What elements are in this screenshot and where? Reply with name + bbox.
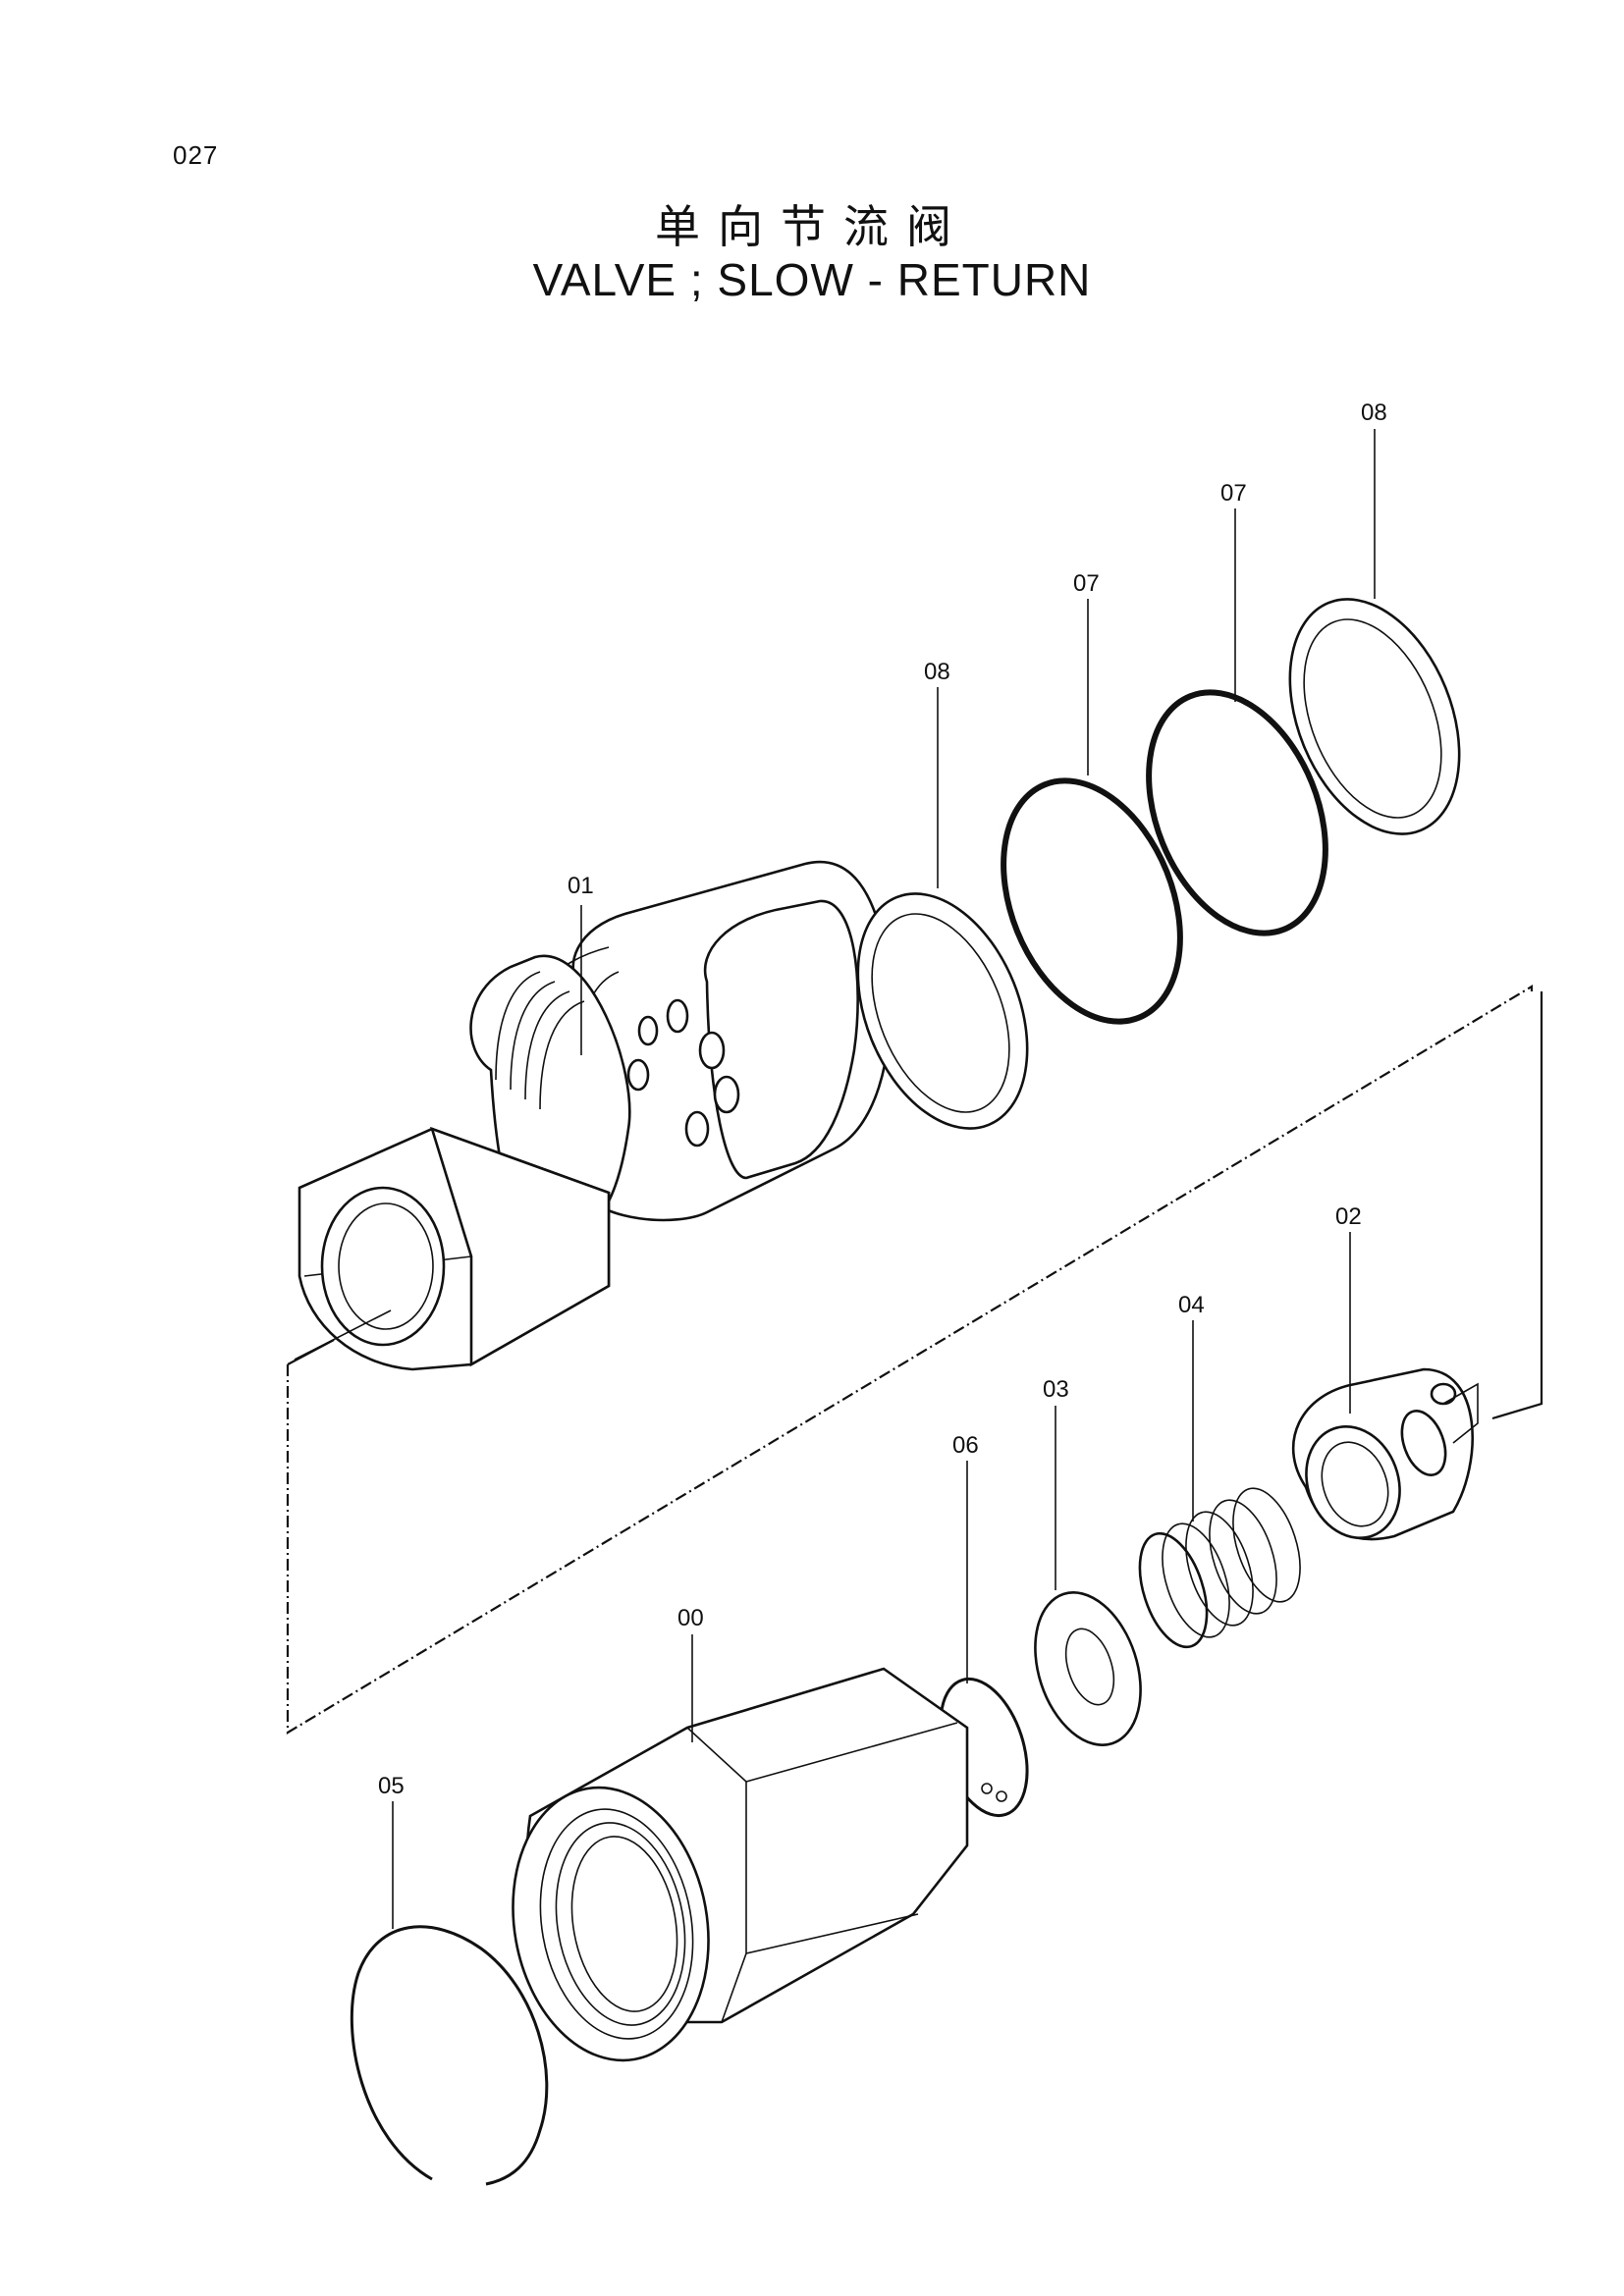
retaining-ring-05 — [350, 1925, 549, 2186]
hex-nut-00 — [512, 1667, 969, 2062]
o-ring-07-left — [1001, 777, 1183, 1025]
title-chinese: 单向节流阀 — [655, 200, 969, 253]
backup-ring-08-left — [856, 892, 1029, 1130]
page-number: 027 — [173, 140, 219, 170]
callout-labels: 01 08 07 07 08 02 04 03 06 00 05 — [378, 400, 1387, 1799]
title-english: VALVE ; SLOW - RETURN — [532, 254, 1092, 305]
callout-00: 00 — [677, 1605, 704, 1631]
callout-05: 05 — [378, 1773, 405, 1799]
callout-04: 04 — [1178, 1292, 1205, 1318]
callout-07-right: 07 — [1220, 480, 1247, 507]
o-ring-07-right — [1146, 689, 1328, 936]
callout-06: 06 — [952, 1432, 979, 1459]
callout-08-left: 08 — [924, 659, 950, 685]
callout-02: 02 — [1335, 1203, 1362, 1230]
backup-ring-08-right — [1288, 598, 1461, 835]
callout-08-right: 08 — [1361, 400, 1387, 426]
callout-01: 01 — [568, 873, 594, 899]
valve-body — [294, 860, 892, 1371]
callout-07-left: 07 — [1073, 570, 1100, 597]
washer-03 — [1034, 1591, 1142, 1746]
spring-04 — [1138, 1487, 1301, 1649]
poppet-02 — [1291, 1367, 1479, 1541]
callout-03: 03 — [1043, 1376, 1069, 1403]
leader-lines — [392, 429, 1376, 1929]
